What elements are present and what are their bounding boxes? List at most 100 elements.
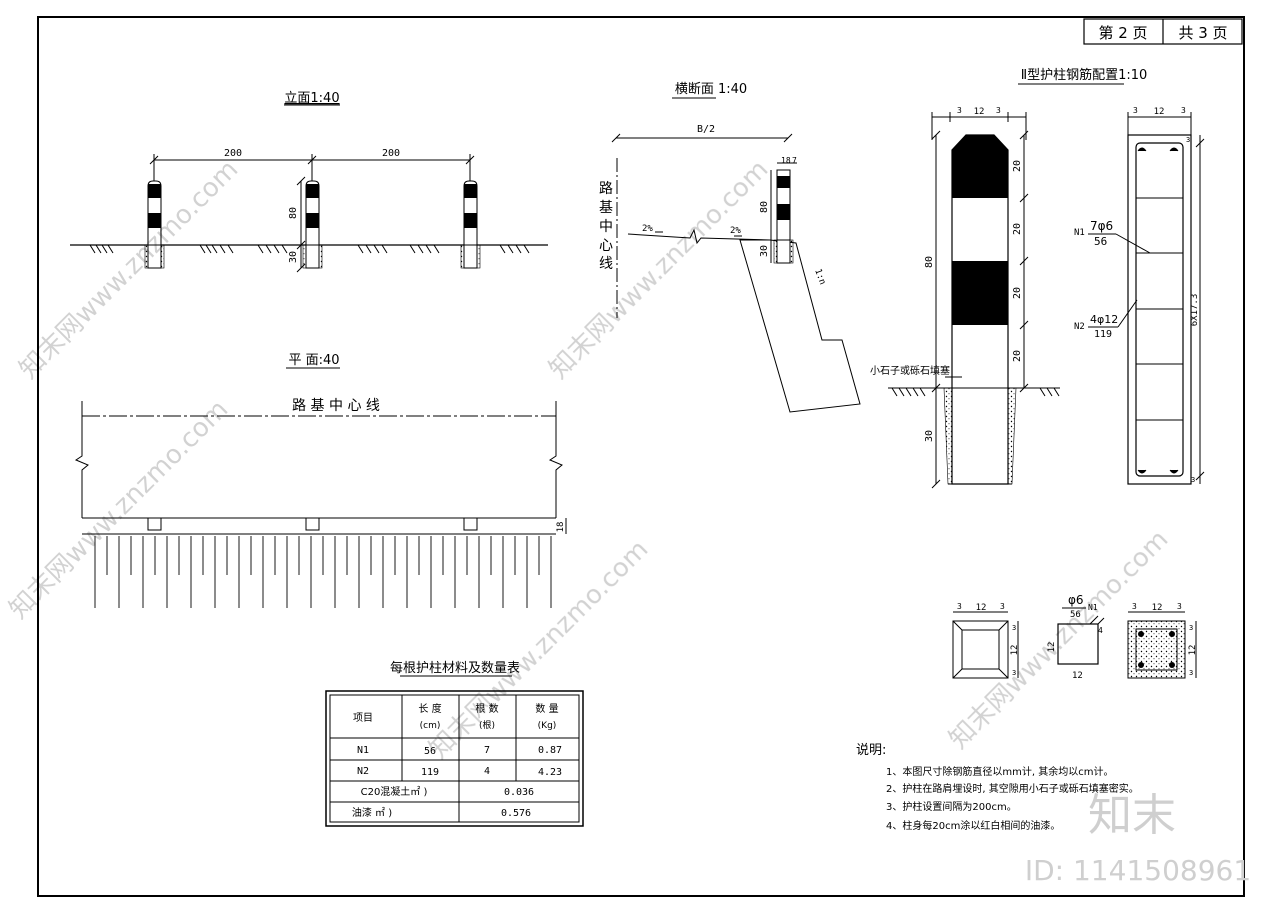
cage-top-mid: 12 bbox=[1154, 107, 1165, 117]
svg-text:N1: N1 bbox=[357, 745, 369, 756]
elevation-post bbox=[144, 180, 165, 269]
svg-text:知末网www.znzmo.com: 知末网www.znzmo.com bbox=[544, 154, 775, 385]
table-row: 油漆 ㎡ ) 0.576 bbox=[352, 806, 531, 819]
svg-text:4.23: 4.23 bbox=[538, 767, 562, 778]
svg-text:3: 3 bbox=[957, 602, 962, 611]
svg-text:0.87: 0.87 bbox=[538, 745, 562, 756]
svg-text:7: 7 bbox=[484, 745, 490, 756]
table-title: 每根护柱材料及数量表 bbox=[390, 660, 520, 676]
n2-length: 119 bbox=[1094, 329, 1112, 340]
cross-height-below: 30 bbox=[759, 245, 770, 257]
rebar-height-total: 80 bbox=[924, 256, 935, 268]
svg-text:中: 中 bbox=[599, 219, 613, 235]
band-dim-4: 20 bbox=[1012, 350, 1023, 362]
cross-section-title: 横断面 1:40 bbox=[675, 82, 747, 97]
svg-text:4: 4 bbox=[1098, 626, 1103, 635]
page-header: 第 2 页 共 3 页 bbox=[1083, 18, 1243, 45]
th-count: 根 数 bbox=[475, 702, 498, 715]
elevation-view: 立面1:40 200 200 bbox=[70, 91, 548, 273]
n2-count: 4φ12 bbox=[1090, 313, 1118, 326]
notes-title: 说明: bbox=[856, 743, 886, 758]
th-count-unit: (根) bbox=[479, 719, 495, 731]
svg-text:12: 12 bbox=[1047, 642, 1057, 653]
table-row: N2 119 4 4.23 bbox=[357, 766, 562, 778]
svg-text:知末网www.znzmo.com: 知末网www.znzmo.com bbox=[14, 154, 245, 385]
note-2: 2、护柱在路肩埋设时, 其空隙用小石子或砾石填塞密实。 bbox=[886, 782, 1139, 795]
elevation-post bbox=[460, 180, 481, 269]
watermark-brand: 知末 bbox=[1088, 790, 1176, 841]
cage-side-top: 3 bbox=[1186, 136, 1190, 144]
cross-post-edge: 7 bbox=[792, 156, 797, 165]
th-weight: 数 量 bbox=[535, 702, 558, 715]
svg-text:3: 3 bbox=[1177, 602, 1182, 611]
rebar-title: Ⅱ型护柱钢筋配置1:10 bbox=[1021, 67, 1148, 83]
plan-title: 平 面:40 bbox=[288, 353, 339, 368]
th-length: 长 度 bbox=[418, 702, 441, 715]
cross-height-above: 80 bbox=[759, 201, 770, 213]
slope-right: 2% bbox=[730, 226, 741, 236]
svg-text:12: 12 bbox=[976, 603, 987, 613]
elev-dim-1: 200 bbox=[224, 148, 242, 159]
svg-text:路: 路 bbox=[599, 181, 613, 197]
svg-text:119: 119 bbox=[421, 767, 439, 778]
svg-text:56: 56 bbox=[1070, 610, 1081, 620]
svg-text:0.576: 0.576 bbox=[501, 808, 531, 819]
plan-centerline-label: 路 基 中 心 线 bbox=[292, 397, 380, 414]
plan-view: 平 面:40 路 基 中 心 线 18 bbox=[74, 353, 567, 608]
elevation-title: 立面1:40 bbox=[284, 91, 339, 106]
svg-text:3: 3 bbox=[1189, 669, 1193, 677]
watermark-id: ID: 1141508961 bbox=[1025, 854, 1251, 887]
section-2-stirrup: φ6 56 N1 12 12 4 bbox=[1047, 593, 1105, 681]
n2-label: N2 bbox=[1074, 322, 1085, 332]
svg-text:线: 线 bbox=[599, 256, 613, 272]
rebar-elevation-view: Ⅱ型护柱钢筋配置1:10 3 12 3 小石子或砾石填塞 80 30 bbox=[870, 67, 1148, 489]
table-row: C20混凝土㎡ ) 0.036 bbox=[361, 785, 534, 798]
svg-text:心: 心 bbox=[599, 238, 613, 254]
n1-count: 7φ6 bbox=[1090, 219, 1113, 233]
rebar-top-dim-left: 3 bbox=[957, 106, 962, 115]
section-3-concrete: 3 12 3 3 12 3 bbox=[1127, 602, 1198, 679]
fill-note: 小石子或砾石填塞 bbox=[870, 364, 950, 377]
n1-label: N1 bbox=[1074, 228, 1085, 238]
n1-length: 56 bbox=[1094, 235, 1107, 248]
elev-height-above: 80 bbox=[288, 207, 299, 219]
band-dim-3: 20 bbox=[1012, 287, 1023, 299]
page-number: 第 2 页 bbox=[1098, 24, 1147, 42]
svg-text:3: 3 bbox=[1189, 624, 1193, 632]
page-total: 共 3 页 bbox=[1178, 24, 1227, 42]
svg-text:N1: N1 bbox=[1088, 603, 1098, 612]
svg-text:12: 12 bbox=[1010, 645, 1020, 656]
elevation-post bbox=[302, 180, 323, 269]
rebar-top-dim-mid: 12 bbox=[974, 107, 985, 117]
elev-dim-2: 200 bbox=[382, 148, 400, 159]
th-weight-unit: (Kg) bbox=[538, 721, 557, 731]
th-length-unit: (cm) bbox=[420, 721, 441, 731]
note-1: 1、本图尺寸除钢筋直径以mm计, 其余均以cm计。 bbox=[886, 765, 1113, 778]
notes: 说明: 1、本图尺寸除钢筋直径以mm计, 其余均以cm计。 2、护柱在路肩埋设时… bbox=[856, 743, 1139, 832]
cross-post-width: 18 bbox=[781, 156, 791, 165]
svg-text:C20混凝土㎡ ): C20混凝土㎡ ) bbox=[361, 785, 428, 798]
svg-text:4: 4 bbox=[484, 766, 490, 777]
band-dim-1: 20 bbox=[1012, 160, 1023, 172]
plan-dim: 18 bbox=[556, 522, 566, 533]
svg-text:56: 56 bbox=[424, 746, 436, 757]
slope-left: 2% bbox=[642, 224, 653, 234]
centerline-label: 路 基 中 心 线 bbox=[599, 181, 613, 272]
band-dim-2: 20 bbox=[1012, 223, 1023, 235]
svg-text:3: 3 bbox=[1012, 669, 1016, 677]
cage-spacing: 6X17.3 bbox=[1190, 294, 1200, 327]
note-4: 4、柱身每20cm涂以红白相间的油漆。 bbox=[886, 819, 1060, 832]
rebar-cage-view: 3 12 3 6X17.3 3 3 N1 7φ6 56 N2 4φ12 119 bbox=[1074, 106, 1205, 485]
rebar-height-below: 30 bbox=[924, 430, 935, 442]
cage-top-right: 3 bbox=[1181, 106, 1186, 115]
svg-text:12: 12 bbox=[1072, 671, 1083, 681]
section-1: 3 12 3 3 12 3 bbox=[952, 602, 1020, 679]
cage-side-bottom: 3 bbox=[1191, 476, 1195, 484]
svg-text:N2: N2 bbox=[357, 766, 369, 777]
cross-section-view: 横断面 1:40 B/2 路 基 中 心 线 2% 2% 1:n 18 7 bbox=[599, 82, 861, 413]
svg-text:3: 3 bbox=[1012, 624, 1016, 632]
table-row: N1 56 7 0.87 bbox=[357, 745, 562, 757]
svg-text:3: 3 bbox=[1000, 602, 1005, 611]
materials-table: 每根护柱材料及数量表 项目 长 度 (cm) 根 数 (根) 数 量 (Kg) … bbox=[325, 660, 584, 827]
